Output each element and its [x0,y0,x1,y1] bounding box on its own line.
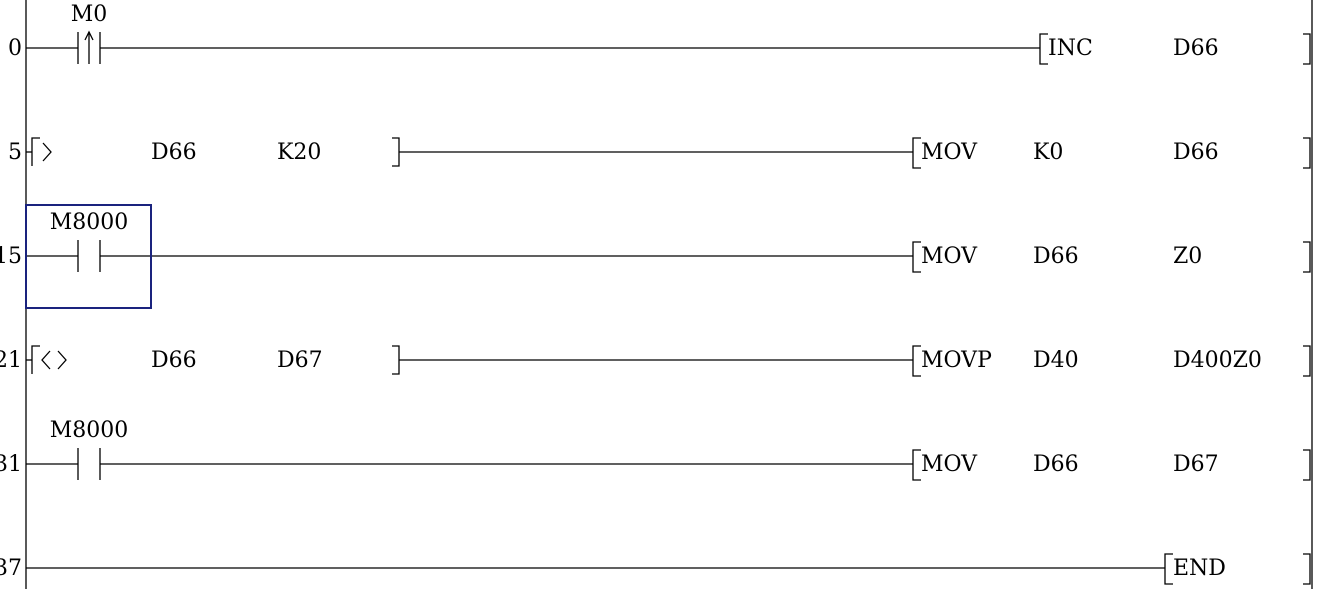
instruction-operand-1: K0 [1033,140,1063,165]
contact-device-label: M8000 [50,418,129,443]
instruction-opcode: END [1173,556,1226,581]
instruction-opcode: MOV [921,452,978,477]
instruction-block[interactable]: MOVP D40 D400Z0 [912,345,1311,377]
instruction-right-bracket [1303,137,1311,169]
instruction-operand-2: D400Z0 [1173,348,1262,373]
instruction-right-bracket [1303,241,1311,273]
step-number: 37 [0,556,22,581]
step-number: 5 [8,140,22,165]
step-number: 21 [0,348,22,373]
instruction-left-bracket [1039,33,1048,65]
step-number: 0 [8,36,22,61]
instruction-left-bracket [912,137,921,169]
instruction-operand-1: D66 [1033,452,1079,477]
step-number: 31 [0,452,22,477]
instruction-left-bracket [912,449,921,481]
rising-edge-arrow-icon [84,30,94,41]
normally-open-contact[interactable]: M8000 [26,418,128,480]
instruction-block[interactable]: INC D66 [1039,33,1311,65]
instruction-opcode: MOV [921,244,978,269]
instruction-operand-2: D66 [1173,140,1219,165]
rung-37[interactable]: 37 END [0,553,1311,585]
selection-cursor [25,204,152,309]
compare-operand-1: D66 [151,140,197,165]
compare-instruction[interactable]: D66 D67 [26,345,400,375]
rung-21[interactable]: 21 D66 D67 MOVP D40 D400Z0 [0,345,1311,377]
instruction-operand-2: Z0 [1173,244,1202,269]
instruction-left-bracket [912,345,921,377]
instruction-opcode: INC [1048,36,1093,61]
compare-operand-1: D66 [151,348,197,373]
step-number: 15 [0,244,22,269]
instruction-block[interactable]: END [1164,553,1311,585]
compare-operand-2: K20 [277,140,321,165]
instruction-right-bracket [1303,449,1311,481]
rung-5[interactable]: 5 D66 K20 MOV K0 D66 [8,137,1311,169]
instruction-operand-2: D66 [1173,36,1219,61]
compare-left-bracket [31,137,40,166]
instruction-block[interactable]: MOV K0 D66 [912,137,1311,169]
compare-instruction[interactable]: D66 K20 [26,137,400,167]
instruction-block[interactable]: MOV D66 Z0 [912,241,1311,273]
instruction-opcode: MOVP [921,348,992,373]
normally-open-contact[interactable]: M8000 [26,210,128,272]
rising-edge-contact[interactable]: M0 [26,2,107,64]
instruction-operand-1: D66 [1033,244,1079,269]
compare-operand-2: D67 [277,348,323,373]
instruction-operand-1: D40 [1033,348,1079,373]
contact-device-label: M8000 [50,210,129,235]
instruction-right-bracket [1303,553,1311,585]
instruction-block[interactable]: MOV D66 D67 [912,449,1311,481]
instruction-left-bracket [912,241,921,273]
contact-device-label: M0 [71,2,108,27]
instruction-right-bracket [1303,33,1311,65]
less-than-icon [41,350,51,370]
instruction-right-bracket [1303,345,1311,377]
compare-right-bracket [392,137,400,167]
greater-than-icon [42,142,52,162]
greater-than-icon [57,350,67,370]
instruction-left-bracket [1164,553,1173,585]
compare-right-bracket [392,345,400,375]
instruction-opcode: MOV [921,140,978,165]
compare-left-bracket [31,345,40,374]
instruction-operand-2: D67 [1173,452,1219,477]
